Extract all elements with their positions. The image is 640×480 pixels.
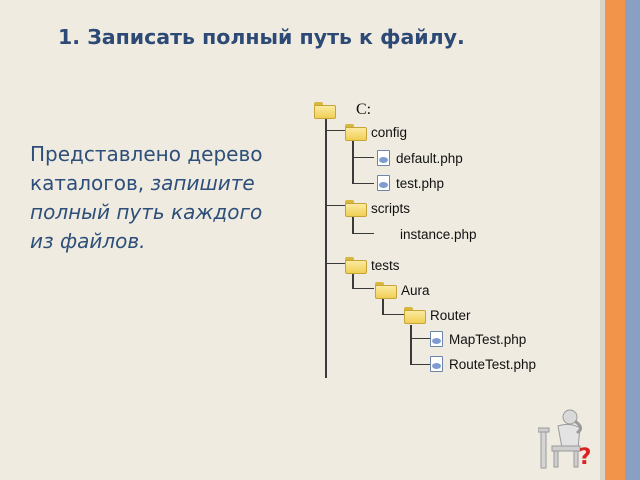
tree-node-tests[interactable]: tests xyxy=(345,255,400,275)
node-label-scripts: scripts xyxy=(371,200,411,216)
tree-node-router[interactable]: Router xyxy=(404,305,471,325)
tree-node-instance-php[interactable]: instance.php xyxy=(400,224,477,244)
node-label-config: config xyxy=(371,124,408,140)
node-label-default-php: default.php xyxy=(396,150,463,166)
node-label-tests: tests xyxy=(371,257,400,273)
folder-icon xyxy=(404,306,426,324)
node-label-router: Router xyxy=(430,307,471,323)
folder-icon xyxy=(314,101,336,119)
stripe-blue xyxy=(625,0,640,480)
question-mark-icon: ? xyxy=(578,445,592,470)
folder-icon xyxy=(345,199,367,217)
tree-node-root[interactable]: C: xyxy=(314,100,371,120)
task-description: Представлено дерево каталогов, запишите … xyxy=(30,140,290,256)
php-file-icon xyxy=(377,175,390,191)
node-label-instance-php: instance.php xyxy=(400,226,477,242)
tree-node-test-php[interactable]: test.php xyxy=(377,173,444,193)
tree-node-aura[interactable]: Aura xyxy=(375,280,430,300)
node-label-maptest-php: MapTest.php xyxy=(449,331,527,347)
branch-maptest-line xyxy=(410,338,430,339)
stripe-orange xyxy=(605,0,625,480)
aura-children-line xyxy=(382,299,384,315)
router-children-line xyxy=(410,325,412,365)
branch-default-line xyxy=(352,157,374,158)
tree-node-routetest-php[interactable]: RouteTest.php xyxy=(430,354,536,374)
thinking-figure-icon xyxy=(537,409,583,469)
branch-config-line xyxy=(325,130,347,131)
php-file-icon xyxy=(377,150,390,166)
slide-title: 1. Записать полный путь к файлу. xyxy=(58,25,465,49)
config-children-line xyxy=(352,140,354,184)
branch-routetest-line xyxy=(410,364,430,365)
tree-node-scripts[interactable]: scripts xyxy=(345,198,410,218)
node-label-test-php: test.php xyxy=(396,175,445,191)
node-label-routetest-php: RouteTest.php xyxy=(449,356,537,372)
side-stripes xyxy=(600,0,640,480)
php-file-icon xyxy=(430,356,443,372)
branch-scripts-line xyxy=(325,205,347,206)
thinking-figure-question-icon: ? xyxy=(537,408,594,470)
description-italic: запишите полный путь каждого из файлов. xyxy=(30,171,263,253)
tree-node-default-php[interactable]: default.php xyxy=(377,148,463,168)
tree-node-config[interactable]: config xyxy=(345,122,407,142)
node-label-root: C: xyxy=(356,101,372,118)
tests-children-line xyxy=(352,273,354,289)
branch-router-line xyxy=(382,314,404,315)
branch-aura-line xyxy=(352,288,374,289)
php-file-icon xyxy=(430,331,443,347)
node-label-aura: Aura xyxy=(401,282,430,298)
folder-icon xyxy=(375,281,397,299)
tree-trunk-line xyxy=(325,108,327,378)
folder-icon xyxy=(345,123,367,141)
branch-test-line xyxy=(352,183,374,184)
branch-tests-line xyxy=(325,263,347,264)
stripe-light xyxy=(600,0,605,480)
scripts-children-line xyxy=(352,216,354,234)
folder-icon xyxy=(345,256,367,274)
tree-node-maptest-php[interactable]: MapTest.php xyxy=(430,329,526,349)
branch-instance-line xyxy=(352,233,374,234)
description-regular: Представлено дерево каталогов, xyxy=(30,142,263,195)
